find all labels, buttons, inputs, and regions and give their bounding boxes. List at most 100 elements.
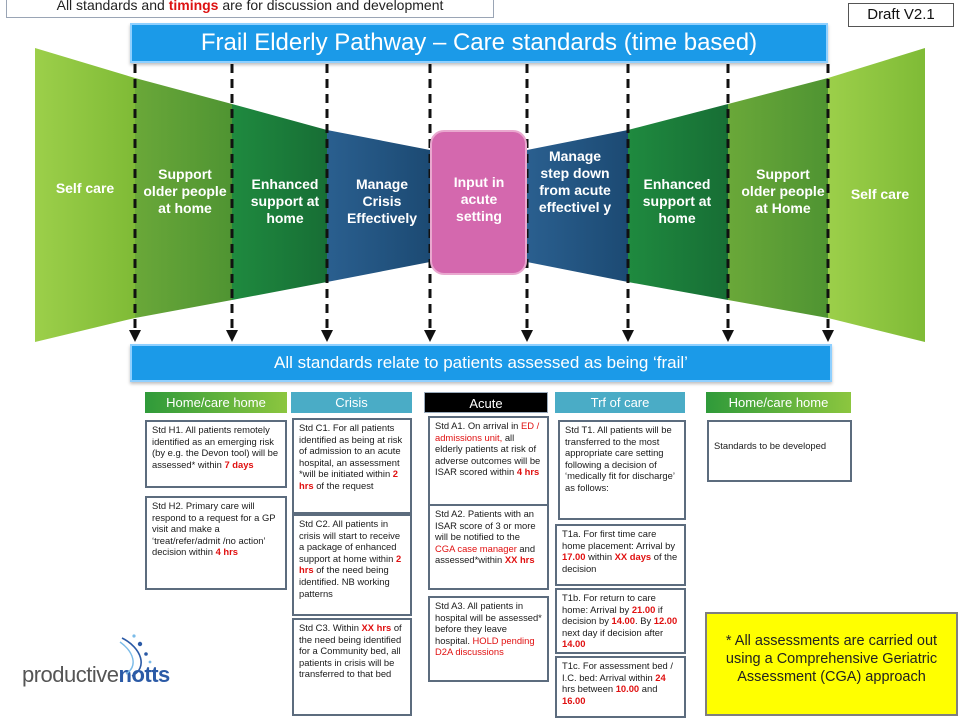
header-transfer: Trf of care bbox=[555, 392, 685, 413]
standard-a3-hold: HOLD pending D2A discussions bbox=[435, 634, 535, 658]
arrowhead-4 bbox=[424, 330, 436, 342]
standard-c3: Std C3. Within XX hrs of the need being … bbox=[292, 618, 412, 716]
standard-c1: Std C1. For all patients identified as b… bbox=[292, 418, 412, 514]
standard-t1-text: Std T1. All patients will be transferred… bbox=[565, 424, 675, 493]
logo-text-2: notts bbox=[118, 662, 171, 687]
standard-t1b-text-2: if decision by bbox=[562, 603, 663, 627]
standard-c1-text: Std C1. For all patients identified as b… bbox=[299, 422, 403, 480]
discussion-note-text-2: are for discussion and development bbox=[218, 0, 444, 13]
standard-t1a-text-2: within bbox=[585, 551, 615, 563]
standard-h1-time: 7 days bbox=[224, 458, 254, 470]
arrowhead-1 bbox=[129, 330, 141, 342]
standard-a2-role: CGA case manager bbox=[435, 542, 517, 554]
standard-h2: Std H2. Primary care will respond to a r… bbox=[145, 496, 287, 590]
frail-criteria-bar: All standards relate to patients assesse… bbox=[130, 344, 832, 382]
stage-enhanced-right: Enhanced support at home bbox=[642, 176, 712, 226]
standard-t1c-time-2: 16.00 bbox=[562, 694, 586, 706]
standard-a2-time: XX hrs bbox=[504, 554, 535, 566]
discussion-note-highlight: timings bbox=[168, 0, 219, 13]
standard-a1-text: Std A1. On arrival in bbox=[435, 420, 521, 431]
standard-t1c-text-3: and bbox=[639, 683, 658, 695]
arrowhead-7 bbox=[722, 330, 734, 342]
standard-c3-time: XX hrs bbox=[361, 622, 392, 633]
standard-a1: Std A1. On arrival in ED / admissions un… bbox=[428, 416, 549, 510]
standard-a2-text-2: and assessed*within bbox=[435, 542, 536, 566]
standard-t1b-text-4: next day if decision after bbox=[562, 626, 664, 638]
standard-t1b-text: T1b. For return to care home: Arrival by bbox=[562, 592, 656, 615]
standard-a1-time: 4 hrs bbox=[516, 466, 540, 478]
standard-c1-text-2: of the request bbox=[313, 479, 374, 491]
standard-t1a-time: 17.00 bbox=[562, 551, 586, 563]
stage-support-right: Support older people at Home bbox=[741, 166, 825, 216]
arrowhead-2 bbox=[226, 330, 238, 342]
standard-a1-text-2: all elderly patients at risk of adverse … bbox=[435, 431, 541, 478]
segment-support-left bbox=[135, 78, 232, 318]
standard-t1c-text-2: hrs between bbox=[562, 683, 616, 695]
stage-stepdown: Manage step down from acute effectivel y bbox=[538, 148, 612, 215]
standard-t1c-hours: 24 bbox=[655, 671, 666, 683]
standard-t1c: T1c. For assessment bed / I.C. bed: Arri… bbox=[555, 656, 686, 718]
segment-self-care-left bbox=[35, 48, 135, 342]
segment-enhanced-right bbox=[628, 104, 728, 300]
stage-acute: Input in acute setting bbox=[453, 174, 505, 224]
standard-t1a-text: T1a. For first time care home placement:… bbox=[562, 528, 676, 551]
standard-t1b-time-3: 12.00 bbox=[653, 615, 678, 627]
segment-stepdown bbox=[527, 130, 628, 282]
standard-a3: Std A3. All patients in hospital will be… bbox=[428, 596, 549, 682]
standard-a3-text: Std A3. All patients in hospital will be… bbox=[435, 600, 542, 646]
standard-a2: Std A2. Patients with an ISAR score of 3… bbox=[428, 504, 549, 590]
acute-setting-pill bbox=[430, 130, 527, 275]
standard-t1b-time-2: 14.00 bbox=[611, 615, 635, 627]
cga-assessment-note: * All assessments are carried out using … bbox=[705, 612, 958, 716]
standard-a2-text: Std A2. Patients with an ISAR score of 3… bbox=[435, 508, 536, 543]
segment-crisis bbox=[327, 130, 430, 282]
standard-c3-text: Std C3. Within bbox=[299, 622, 362, 633]
logo-text-1: productive bbox=[22, 662, 119, 687]
standard-t1b: T1b. For return to care home: Arrival by… bbox=[555, 588, 686, 654]
standard-c2: Std C2. All patients in crisis will star… bbox=[292, 514, 412, 616]
segment-self-care-right bbox=[828, 48, 925, 342]
draft-version-badge: Draft V2.1 bbox=[848, 3, 954, 27]
standard-t1: Std T1. All patients will be transferred… bbox=[558, 420, 686, 520]
segment-support-right bbox=[728, 78, 828, 318]
productive-notts-logo: productivenotts bbox=[22, 634, 182, 692]
standard-a1-location: ED / admissions unit, bbox=[435, 420, 540, 443]
standard-t1b-text-3: . By bbox=[634, 615, 654, 627]
stage-enhanced-left: Enhanced support at home bbox=[250, 176, 320, 226]
arrowhead-8 bbox=[822, 330, 834, 342]
standard-c2-text: Std C2. All patients in crisis will star… bbox=[299, 518, 401, 564]
standard-c1-time: 2 hrs bbox=[299, 468, 399, 491]
stage-self-care-right: Self care bbox=[850, 186, 910, 202]
standard-t1a-days: XX days bbox=[614, 551, 652, 563]
pathway-diagram bbox=[35, 48, 925, 342]
header-home-right: Home/care home bbox=[706, 392, 851, 413]
arrowhead-3 bbox=[321, 330, 333, 342]
standard-home-right: Standards to be developed bbox=[707, 420, 852, 482]
discussion-note-text-1: All standards and bbox=[56, 0, 169, 13]
standard-c3-text-2: of the need being identified for a Commu… bbox=[299, 622, 402, 680]
arrowhead-5 bbox=[521, 330, 533, 342]
stage-self-care-left: Self care bbox=[55, 180, 115, 196]
stage-support-left: Support older people at home bbox=[143, 166, 227, 216]
header-acute: Acute bbox=[424, 392, 548, 413]
standard-t1a-text-3: of the decision bbox=[562, 551, 678, 574]
standard-h2-time: 4 hrs bbox=[215, 546, 238, 558]
standard-t1b-time: 21.00 bbox=[631, 603, 656, 615]
stage-crisis: Manage Crisis Effectively bbox=[346, 176, 418, 226]
standard-h1: Std H1. All patients remotely identified… bbox=[145, 420, 287, 488]
header-crisis: Crisis bbox=[291, 392, 412, 413]
standard-t1b-time-4: 14.00 bbox=[562, 638, 586, 650]
segment-enhanced-left bbox=[232, 104, 327, 300]
standard-h2-text: Std H2. Primary care will respond to a r… bbox=[152, 500, 276, 558]
page-title: Frail Elderly Pathway – Care standards (… bbox=[130, 23, 828, 63]
standard-t1c-text: T1c. For assessment bed / I.C. bed: Arri… bbox=[562, 660, 673, 683]
standard-t1a: T1a. For first time care home placement:… bbox=[555, 524, 686, 586]
standard-c2-text-2: of the need being identified. NB working… bbox=[299, 564, 390, 599]
standard-h1-text: Std H1. All patients remotely identified… bbox=[152, 424, 279, 470]
standard-c2-time: 2 hrs bbox=[299, 552, 402, 576]
standard-t1c-time: 10.00 bbox=[615, 683, 640, 695]
divider-arrowheads bbox=[129, 330, 834, 342]
arrowhead-6 bbox=[622, 330, 634, 342]
header-home: Home/care home bbox=[145, 392, 287, 413]
logo-swirl-icon bbox=[119, 634, 152, 677]
